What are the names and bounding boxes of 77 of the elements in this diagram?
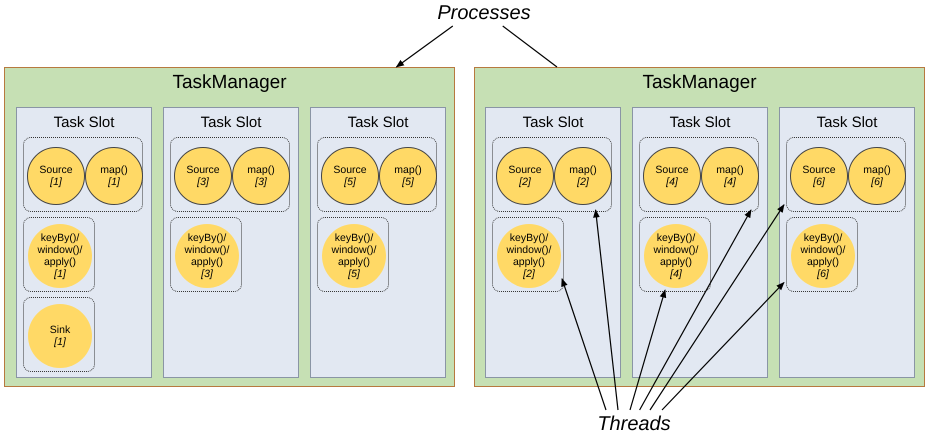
subtask-index: [5]	[344, 176, 356, 188]
thread-group	[786, 137, 906, 212]
subtask-index: [5]	[348, 268, 360, 280]
operator-label: Source	[186, 164, 220, 176]
arrow	[639, 209, 752, 410]
operator-label: Source	[508, 164, 542, 176]
connector-line	[502, 26, 558, 68]
arrow	[561, 278, 607, 410]
subtask-index: [2]	[577, 176, 589, 188]
operator-label: map()	[569, 164, 597, 176]
operator-label: Source	[333, 164, 367, 176]
slot-title: Task Slot	[816, 113, 878, 133]
arrow	[396, 26, 454, 68]
thread-group	[492, 217, 564, 292]
subtask-index: [1]	[54, 336, 66, 348]
operator-label: map()	[716, 164, 744, 176]
thread-group	[317, 137, 437, 212]
thread-group	[786, 217, 858, 292]
operator-label: keyBy()/ window()/ apply()	[330, 232, 378, 268]
operator-label: keyBy()/ window()/ apply()	[652, 232, 700, 268]
taskmanager-box	[474, 67, 925, 387]
operator-label: keyBy()/ window()/ apply()	[36, 232, 84, 268]
task-slot-box	[310, 107, 446, 378]
subtask-index: [3]	[201, 268, 213, 280]
operator-label: Sink	[50, 324, 70, 336]
task-slot-box	[163, 107, 299, 378]
operator-label: map()	[100, 164, 128, 176]
subtask-index: [2]	[519, 176, 531, 188]
subtask-index: [1]	[108, 176, 120, 188]
taskmanager-title: TaskManager	[171, 71, 288, 95]
thread-group	[492, 137, 612, 212]
subtask-index: [3]	[197, 176, 209, 188]
thread-group	[23, 137, 143, 212]
annotation-text: Processes	[437, 3, 531, 23]
annotation-text: Threads	[597, 414, 671, 434]
subtask-index: [4]	[670, 268, 682, 280]
task-slot-box	[485, 107, 621, 378]
subtask-index: [6]	[871, 176, 883, 188]
operator-label: keyBy()/ window()/ apply()	[800, 232, 846, 268]
operator-label: keyBy()/ window()/ apply()	[506, 232, 552, 268]
subtask-index: [4]	[724, 176, 736, 188]
subtask-index: [1]	[54, 268, 66, 280]
task-slot-box	[16, 107, 152, 378]
operator-label: Source	[655, 164, 689, 176]
slot-title: Task Slot	[346, 113, 410, 133]
subtask-index: [3]	[255, 176, 267, 188]
operator-label: keyBy()/ window()/ apply()	[184, 232, 230, 268]
slot-title: Task Slot	[200, 113, 262, 133]
arrow	[629, 289, 666, 410]
slot-title: Task Slot	[52, 113, 116, 133]
operator-label: Source	[802, 164, 836, 176]
operator-label: map()	[247, 164, 275, 176]
subtask-index: [6]	[813, 176, 825, 188]
thread-group	[639, 217, 711, 292]
operator-label: map()	[863, 164, 891, 176]
taskmanager-box	[4, 67, 455, 387]
thread-group	[23, 297, 95, 372]
subtask-index: [2]	[523, 268, 535, 280]
slot-title: Task Slot	[668, 113, 732, 133]
operator-label: map()	[394, 164, 422, 176]
thread-group	[317, 217, 389, 292]
thread-group	[23, 217, 95, 292]
task-slot-box	[632, 107, 768, 378]
subtask-index: [4]	[666, 176, 678, 188]
thread-group	[170, 217, 242, 292]
subtask-index: [5]	[402, 176, 414, 188]
arrow	[662, 282, 785, 410]
thread-group	[639, 137, 759, 212]
taskmanager-title: TaskManager	[641, 71, 758, 95]
task-slot-box	[779, 107, 915, 378]
subtask-index: [1]	[50, 176, 62, 188]
arrow	[650, 204, 784, 410]
slot-title: Task Slot	[522, 113, 584, 133]
operator-label: Source	[39, 164, 73, 176]
thread-group	[170, 137, 290, 212]
arrow	[593, 209, 619, 410]
subtask-index: [6]	[817, 268, 829, 280]
